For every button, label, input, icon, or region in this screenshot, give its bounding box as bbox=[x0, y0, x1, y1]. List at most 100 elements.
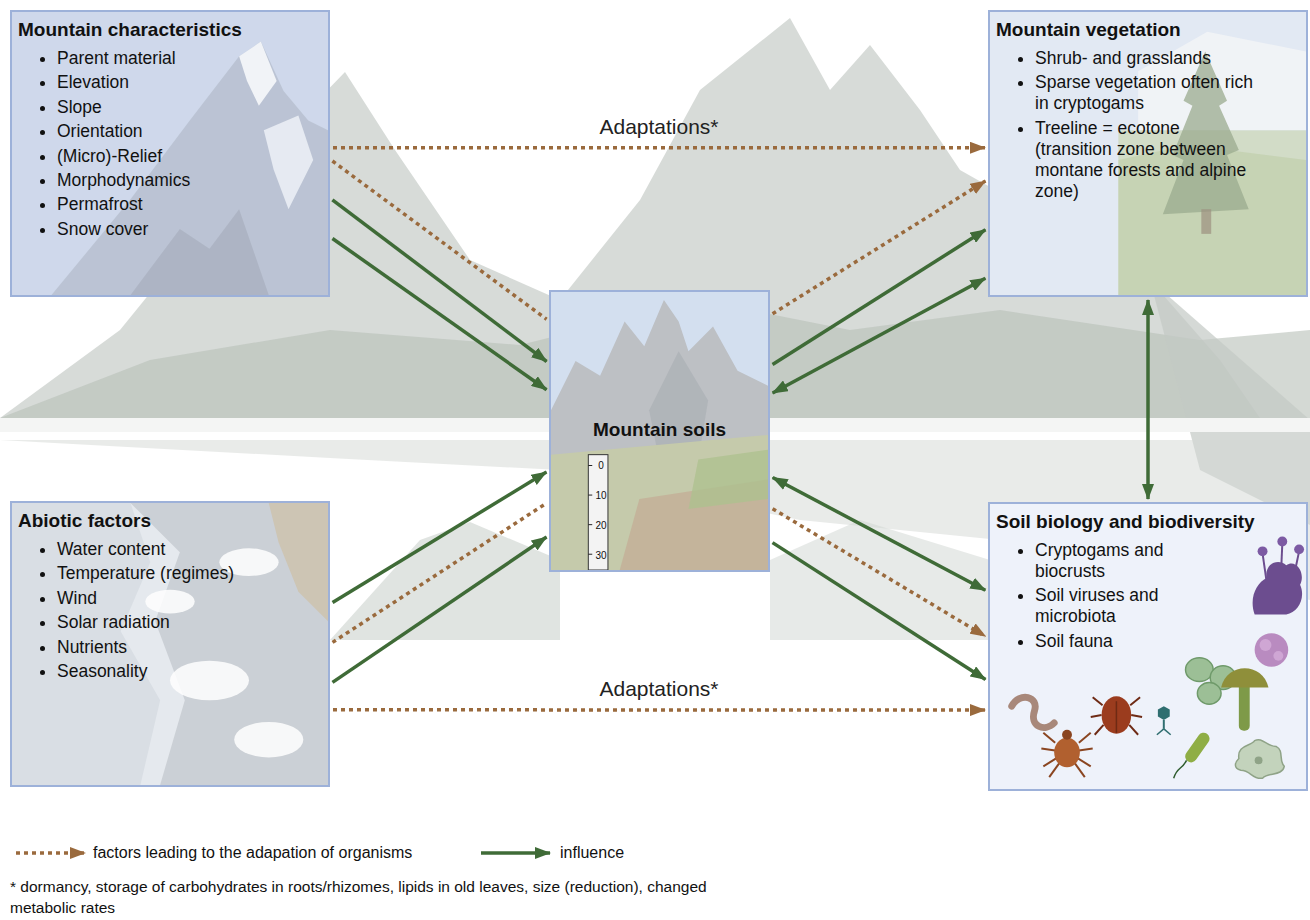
tick-leg bbox=[1075, 763, 1085, 777]
influence-arrow bbox=[332, 537, 546, 682]
bullet-list: Shrub- and grasslandsSparse vegetation o… bbox=[990, 48, 1262, 202]
influence-arrow bbox=[1146, 300, 1150, 499]
influence-arrow bbox=[773, 478, 986, 591]
tick-body bbox=[1054, 738, 1080, 768]
bullet-item: Orientation bbox=[57, 121, 322, 142]
bullet-list: Water contentTemperature (regimes) WindSo… bbox=[12, 539, 328, 682]
beetle-leg bbox=[1129, 725, 1138, 735]
legend-sample-line bbox=[16, 851, 85, 855]
bullet-item: Seasonality bbox=[57, 661, 322, 682]
mushroom-cap bbox=[1221, 668, 1268, 687]
beetle-leg bbox=[1095, 725, 1104, 735]
bullet-item: Water content bbox=[57, 539, 322, 560]
edge-label: Adaptations* bbox=[596, 115, 721, 139]
photo-sky bbox=[12, 12, 328, 295]
topic-box: Mountain vegetationShrub- and grasslands… bbox=[988, 10, 1308, 297]
beetle-leg bbox=[1130, 697, 1140, 705]
moss-capsule bbox=[1258, 546, 1268, 556]
photo-veil bbox=[551, 292, 768, 570]
bullet-item: Treeline = ecotone (transition zone betw… bbox=[1035, 118, 1256, 202]
bullet-list: Parent materialElevationSlopeOrientation… bbox=[12, 48, 328, 240]
ruler-number: 10 bbox=[592, 490, 610, 502]
tick-leg bbox=[1079, 733, 1091, 743]
lichen-icon bbox=[1255, 633, 1289, 667]
photo-ground bbox=[12, 503, 328, 785]
box-heading: Mountain soils bbox=[551, 292, 768, 442]
alga-cell bbox=[1197, 682, 1221, 704]
box-heading: Mountain vegetation bbox=[990, 12, 1306, 42]
footnote: * dormancy, storage of carbohydrates in … bbox=[10, 876, 730, 918]
bullet-item: Permafrost bbox=[57, 194, 322, 215]
bullet-item: Solar radiation bbox=[57, 612, 322, 633]
alga-cell bbox=[1186, 658, 1214, 682]
topic-box: Abiotic factorsWater contentTemperature … bbox=[10, 501, 330, 787]
box-heading: Soil biology and biodiversity bbox=[990, 504, 1306, 534]
influence-arrow bbox=[773, 543, 986, 680]
central-box: Mountain soils bbox=[549, 290, 770, 572]
bullet-item: Sparse vegetation often rich in cryptoga… bbox=[1035, 72, 1256, 114]
ruler-tick bbox=[588, 524, 592, 525]
photo-sky bbox=[990, 12, 1306, 295]
bullet-item: Nutrients bbox=[57, 637, 322, 658]
bullet-list: Cryptogams and biocrustsSoil viruses and… bbox=[990, 540, 1205, 652]
virus-leg bbox=[1164, 729, 1171, 735]
bullet-item: Parent material bbox=[57, 48, 322, 69]
influence-arrow bbox=[333, 472, 547, 602]
bullet-item: (Micro)-Relief bbox=[57, 146, 322, 167]
adaptation-arrow bbox=[333, 146, 985, 150]
moss-cushion bbox=[1253, 562, 1302, 614]
photo-veil bbox=[12, 503, 328, 785]
bullet-item: Cryptogams and biocrusts bbox=[1035, 540, 1199, 582]
tick-leg bbox=[1078, 758, 1091, 766]
legend-sample bbox=[480, 843, 552, 863]
mushroom-stem bbox=[1239, 682, 1250, 731]
box-heading: Mountain characteristics bbox=[12, 12, 328, 42]
topic-box: Mountain characteristicsParent materialE… bbox=[10, 10, 330, 297]
beetle-leg bbox=[1091, 715, 1102, 717]
bullet-item: Snow cover bbox=[57, 219, 322, 240]
ruler-number: 0 bbox=[592, 460, 610, 472]
edge-label: Adaptations* bbox=[596, 677, 721, 701]
bacterium-flagellum bbox=[1174, 760, 1187, 778]
tick-leg bbox=[1043, 733, 1055, 743]
tick-leg bbox=[1041, 749, 1055, 751]
adaptation-arrow bbox=[332, 161, 546, 319]
bullet-item: Soil viruses and microbiota bbox=[1035, 585, 1199, 627]
legend-sample-line bbox=[481, 851, 550, 855]
lichen-lobe bbox=[1260, 639, 1272, 651]
beetle-body bbox=[1102, 696, 1132, 733]
virus-tail bbox=[1163, 720, 1165, 729]
ruler-number: 30 bbox=[592, 550, 610, 562]
beetle-seam bbox=[1116, 701, 1117, 733]
box-heading: Abiotic factors bbox=[12, 503, 328, 533]
amoeba-nucleus bbox=[1255, 756, 1263, 764]
lichen-lobe bbox=[1273, 651, 1283, 661]
tick-leg bbox=[1079, 749, 1093, 751]
bullet-item: Soil fauna bbox=[1035, 631, 1199, 652]
beetle-leg bbox=[1093, 697, 1103, 705]
ruler-tick bbox=[588, 554, 592, 555]
amoeba-icon bbox=[1235, 740, 1284, 779]
adaptation-arrow bbox=[333, 708, 985, 712]
bullet-item: Wind bbox=[57, 588, 322, 609]
photo-sky bbox=[551, 292, 768, 570]
mountain-reflection-right bbox=[770, 520, 990, 640]
legend-sample bbox=[15, 843, 87, 863]
bullet-item: Temperature (regimes) bbox=[57, 563, 322, 584]
bullet-item: Slope bbox=[57, 97, 322, 118]
legend-text: factors leading to the adapation of orga… bbox=[93, 843, 412, 863]
earthworm-icon bbox=[1012, 697, 1054, 727]
adaptation-arrow bbox=[333, 503, 547, 642]
photo-veil bbox=[990, 12, 1306, 295]
beetle-legs bbox=[1091, 697, 1142, 734]
photo-veil bbox=[12, 12, 328, 295]
moss-capsule bbox=[1277, 537, 1287, 547]
virus-leg bbox=[1157, 729, 1164, 735]
moss-stalk bbox=[1263, 553, 1267, 581]
ruler-tick bbox=[588, 465, 592, 466]
influence-arrow bbox=[773, 278, 986, 393]
ruler-number: 20 bbox=[592, 520, 610, 532]
moss-capsule bbox=[1294, 544, 1304, 554]
ruler-tick bbox=[588, 495, 592, 496]
